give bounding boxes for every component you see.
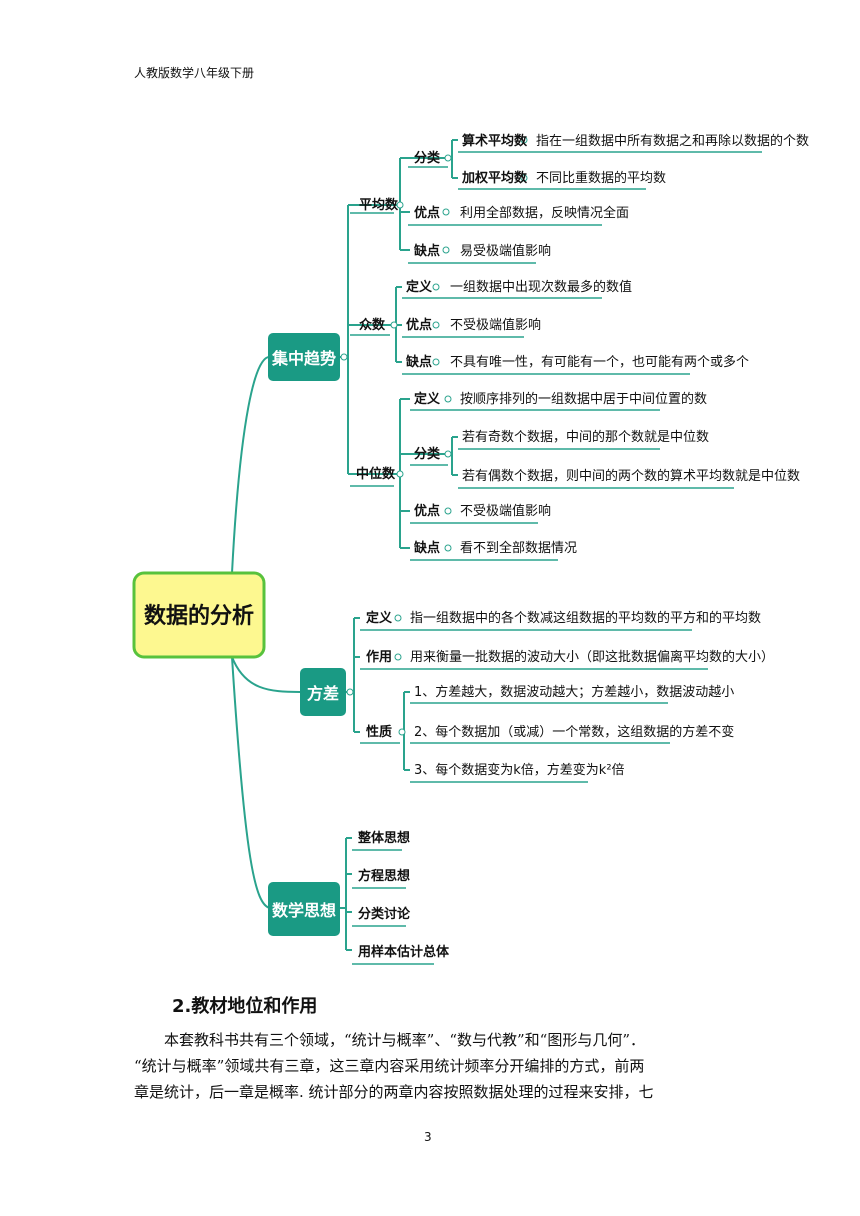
median-adv-label: 优点 bbox=[414, 503, 440, 519]
mind-map: 数据的分析 集中趋势 方差 数学思想 平均数 分类 算术平均数 指在一组数据中所… bbox=[132, 133, 809, 965]
median-dis-label: 缺点 bbox=[413, 540, 440, 556]
mode-label: 众数 bbox=[359, 317, 386, 333]
math-thinking-item: 分类讨论 bbox=[358, 906, 411, 922]
variance-prop-2: 2、每个数据加（或减）一个常数，这组数据的方差不变 bbox=[414, 724, 734, 740]
mode-adv: 不受极端值影响 bbox=[450, 317, 541, 333]
arith-mean-label: 算术平均数 bbox=[462, 133, 528, 149]
root-label: 数据的分析 bbox=[144, 603, 254, 629]
paragraph-line-1: 本套教科书共有三个领域，“统计与概率”、“数与代教”和“图形与几何”． bbox=[164, 1031, 646, 1049]
mode-dis-label: 缺点 bbox=[405, 354, 432, 370]
median-odd: 若有奇数个数据，中间的那个数就是中位数 bbox=[462, 429, 709, 445]
weighted-mean-desc: 不同比重数据的平均数 bbox=[536, 170, 666, 186]
median-label: 中位数 bbox=[356, 466, 396, 482]
weighted-mean-label: 加权平均数 bbox=[461, 170, 528, 186]
variance-def-label: 定义 bbox=[365, 610, 393, 626]
variance-def: 指一组数据中的各个数减这组数据的平均数的平方和的平均数 bbox=[410, 610, 761, 626]
root-node bbox=[132, 571, 266, 659]
variance-prop-1: 1、方差越大，数据波动越大；方差越小，数据波动越小 bbox=[414, 684, 734, 700]
math-thinking-item: 方程思想 bbox=[358, 868, 410, 884]
branch-title-central-tendency: 集中趋势 bbox=[271, 349, 336, 368]
branch-node-math-thinking bbox=[268, 882, 340, 936]
median-adv: 不受极端值影响 bbox=[460, 503, 551, 519]
median-even: 若有偶数个数据，则中间的两个数的算术平均数就是中位数 bbox=[462, 468, 800, 484]
arith-mean-desc: 指在一组数据中所有数据之和再除以数据的个数 bbox=[536, 133, 809, 149]
variance-prop-3: 3、每个数据变为k倍，方差变为k²倍 bbox=[414, 762, 625, 778]
mean-dis-label: 缺点 bbox=[413, 243, 440, 259]
page-number: 3 bbox=[424, 1130, 432, 1144]
branch-title-math-thinking: 数学思想 bbox=[272, 901, 336, 920]
branch-node-central-tendency bbox=[268, 333, 340, 381]
section-title: 2.教材地位和作用 bbox=[172, 996, 318, 1017]
paragraph-line-3: 章是统计，后一章是概率. 统计部分的两章内容按照数据处理的过程来安排，七 bbox=[134, 1083, 654, 1101]
mean-adv-label: 优点 bbox=[414, 205, 440, 221]
median-classify-label: 分类 bbox=[414, 446, 441, 462]
mode-dis: 不具有唯一性，有可能有一个，也可能有两个或多个 bbox=[450, 354, 749, 370]
variance-prop-label: 性质 bbox=[366, 724, 392, 740]
branch-title-variance: 方差 bbox=[307, 684, 339, 703]
median-def: 按顺序排列的一组数据中居于中间位置的数 bbox=[460, 391, 707, 407]
variance-use: 用来衡量一批数据的波动大小（即这批数据偏离平均数的大小） bbox=[410, 649, 774, 665]
mode-def: 一组数据中出现次数最多的数值 bbox=[450, 279, 632, 295]
mode-def-label: 定义 bbox=[405, 279, 433, 295]
collapse-icons bbox=[340, 136, 528, 736]
paragraph-line-2: “统计与概率”领域共有三章，这三章内容采用统计频率分开编排的方式，前两 bbox=[134, 1057, 645, 1075]
variance-use-label: 作用 bbox=[366, 649, 392, 665]
page-header: 人教版数学八年级下册 bbox=[134, 66, 255, 80]
mean-adv: 利用全部数据，反映情况全面 bbox=[460, 205, 629, 221]
branch-node-variance bbox=[300, 668, 346, 716]
median-dis: 看不到全部数据情况 bbox=[460, 540, 577, 556]
median-def-label: 定义 bbox=[413, 391, 441, 407]
mode-adv-label: 优点 bbox=[406, 317, 432, 333]
mean-dis: 易受极端值影响 bbox=[460, 243, 551, 259]
math-thinking-item: 整体思想 bbox=[357, 830, 410, 846]
math-thinking-item: 用样本估计总体 bbox=[357, 944, 450, 960]
mean-classify-label: 分类 bbox=[414, 150, 441, 166]
mean-label: 平均数 bbox=[359, 197, 399, 213]
